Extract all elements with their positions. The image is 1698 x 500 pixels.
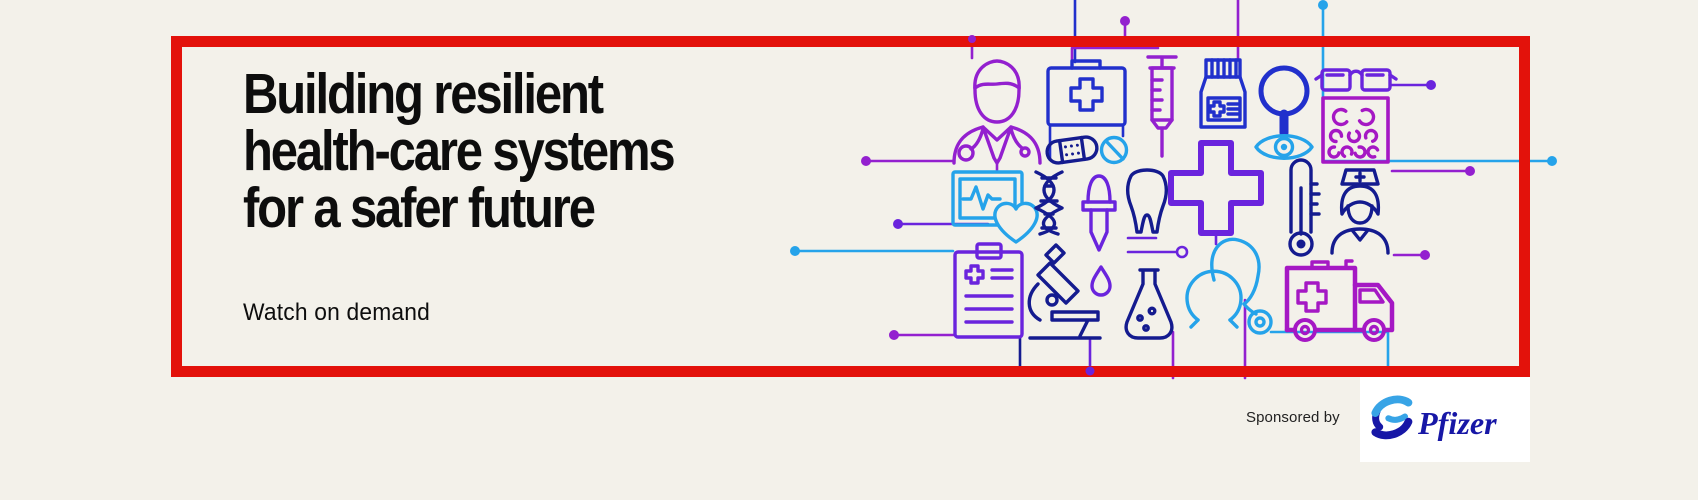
pfizer-logo-image: Pfizer	[1371, 395, 1497, 440]
eye-icon	[1254, 134, 1314, 160]
syringe-icon	[1146, 55, 1178, 158]
clipboard-icon	[953, 242, 1024, 339]
sponsored-by-label: Sponsored by	[1246, 409, 1340, 426]
headline-line-3: for a safer future	[243, 176, 596, 240]
pfizer-swirl-icon	[1371, 395, 1413, 439]
dna-helix-icon	[1034, 170, 1064, 236]
microscope-icon	[1027, 243, 1102, 340]
tooth-icon	[1125, 168, 1169, 234]
pfizer-logo[interactable]: Pfizer	[1360, 377, 1530, 462]
flask-icon	[1124, 268, 1174, 340]
eyeglasses-icon	[1314, 68, 1398, 92]
dropper-icon	[1081, 174, 1117, 252]
ambulance-icon	[1284, 259, 1395, 342]
first-aid-kit-icon	[1046, 59, 1127, 127]
pfizer-wordmark: Pfizer	[1417, 404, 1497, 440]
nurse-icon	[1330, 168, 1390, 255]
headline-line-2: health-care systems	[243, 119, 676, 183]
medicine-bottle-icon	[1199, 58, 1247, 129]
watch-on-demand-link[interactable]: Watch on demand	[243, 299, 431, 326]
medical-cross-icon	[1168, 140, 1264, 236]
adhesive-bandage-icon	[1045, 135, 1099, 165]
doctor-icon	[952, 59, 1042, 165]
eye-chart-icon	[1321, 96, 1390, 164]
page-title: Building resilient health-care systems f…	[243, 62, 676, 240]
headline-line-1: Building resilient	[243, 62, 604, 126]
ecg-monitor-heart-icon	[951, 170, 1039, 244]
thermometer-icon	[1288, 158, 1321, 257]
circuit-lines	[790, 0, 1557, 380]
magnifying-glass-icon	[1258, 65, 1310, 138]
water-drop-icon	[1090, 265, 1112, 297]
stethoscope-icon	[1185, 237, 1273, 335]
no-pills-sign-icon	[1099, 135, 1129, 165]
red-border-frame	[171, 36, 1530, 377]
